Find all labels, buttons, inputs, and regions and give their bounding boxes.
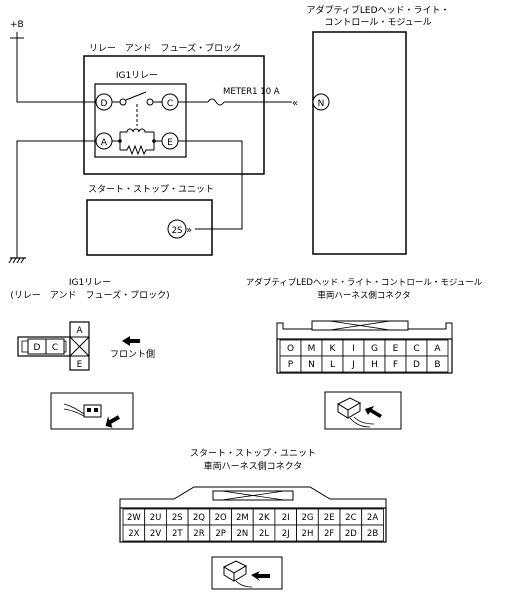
start-stop-cell-label: 2C [345,513,356,523]
pin-c-label: C [167,99,173,109]
start-stop-cell-label: 2K [259,513,270,523]
adaptive-module-title-line2: コントロール・モジュール [324,18,431,28]
adaptive-cell-label: N [308,360,315,370]
adaptive-cell-label: H [371,360,378,370]
start-stop-cell-label: 2J [282,529,290,539]
adaptive-cell-label: E [393,344,399,354]
ig1-cell-a: A [76,326,83,336]
start-stop-cell-label: 2R [193,529,204,539]
start-stop-cell-label: 2L [259,529,269,539]
adaptive-connector-face: O M K I G E C A P N L J H F D B [276,320,453,374]
start-stop-cell-label: 2T [172,529,183,539]
start-stop-cell-label: 2B [367,529,378,539]
ig1-cell-d: D [34,343,41,353]
start-stop-connector-title-line1: スタート・ストップ・ユニット [190,448,316,459]
pin-n-circle [312,93,330,111]
start-stop-cell-label: 2V [150,529,161,539]
adaptive-connector-title-line2: 車両ハーネス側コネクタ [317,290,410,301]
start-stop-unit-box [86,199,213,256]
ig1-connector-title-line1: IG1リレー [69,278,111,288]
ig1-relay-label: IG1リレー [116,71,158,81]
adaptive-cell-label: G [371,344,378,354]
start-stop-cell-label: 2U [150,513,162,523]
adaptive-cell-label: B [434,360,440,370]
switch-contact-left [119,98,127,106]
start-stop-cell-label: 2Q [193,513,205,523]
pin-e-label: E [167,138,173,148]
start-stop-cell-box [361,524,384,542]
start-stop-cell-label: 2O [215,513,227,523]
adaptive-cell-label: I [352,344,355,354]
ground-symbol [8,257,26,264]
start-stop-cell-label: 2D [345,529,357,539]
pin-d-label: D [101,99,108,109]
front-arrow-icon [122,336,140,346]
start-stop-cell-label: 2I [282,513,290,523]
ig1-connector-face: D C A E [17,321,90,371]
adaptive-cell-label: K [330,344,337,354]
start-stop-cell-label: 2H [302,529,314,539]
start-stop-cell-label: 2A [367,513,378,523]
start-stop-connector-face: 2W 2U 2S 2Q 2O 2M 2K 2I 2G 2E 2C 2A 2X 2V 2T 2R 2P 2N 2L 2J… [119,486,387,543]
switch-contact-right [146,98,154,106]
meter-fuse-label: METER1 10 A [223,87,280,97]
adaptive-cell-label: A [434,344,441,354]
adaptive-cell-label: C [413,344,419,354]
connector-arrows-2s: » [186,225,192,236]
adaptive-cell-box [426,355,449,373]
adaptive-cell-label: F [393,360,398,370]
wire-plus-b-to-d [16,38,96,103]
ig1-connector-title-line2: (リレー アンド フューズ・ブロック) [10,289,169,301]
ig1-relay-box [94,83,187,158]
relay-fuse-block-label: リレー アンド フューズ・ブロック [89,42,241,54]
start-stop-cell-label: 2P [215,529,226,539]
plus-b-label: +B [10,20,24,30]
start-stop-cell-label: 2G [301,513,313,523]
start-stop-cell-label: 2X [128,529,139,539]
start-stop-cell-label: 2S [172,513,183,523]
pin-a-label: A [101,138,108,148]
adaptive-module-title-line1: アダプティブLEDヘッド・ライト・ [306,4,449,16]
start-stop-cell-label: 2W [127,513,141,523]
ig1-cell-e: E [77,360,83,370]
front-side-label: フロント側 [110,348,155,360]
relay-coil-symbol [120,128,154,133]
pin-n-label: N [318,99,325,109]
start-stop-cell-label: 2E [324,513,335,523]
adaptive-cell-label: P [288,360,294,370]
meter-fuse-symbol [207,98,225,106]
start-stop-connector-title-line2: 車両ハーネス側コネクタ [204,460,303,472]
switch-blade [125,91,147,101]
adaptive-cell-label: M [308,344,316,354]
pin-2s-circle [167,219,187,239]
relay-fuse-block-box [83,55,265,175]
start-stop-cell-label: 2F [324,529,334,539]
relay-resistor-symbol [120,144,154,156]
adaptive-cell-label: O [287,344,294,354]
adaptive-cell-label: J [351,360,355,370]
ig1-cell-c: C [52,343,58,353]
wire-e-to-2s [178,140,243,230]
start-stop-cell-label: 2M [236,513,249,523]
adaptive-plug-illustration [324,391,402,430]
start-stop-unit-label: スタート・ストップ・ユニット [88,184,214,195]
pin-2s-label: 2S [172,226,183,236]
ig1-plug-illustration [50,392,134,430]
adaptive-cell-label: L [330,360,335,370]
adaptive-module-box [312,31,407,255]
wire-a-to-ground [16,140,96,258]
start-stop-plug-illustration [211,556,283,590]
adaptive-cell-label: D [413,360,420,370]
adaptive-connector-title-line1: アダプティブLEDヘッド・ライト・コントロール・モジュール [246,277,483,288]
connector-arrows-n: « [292,98,298,109]
start-stop-cell-label: 2N [236,529,248,539]
